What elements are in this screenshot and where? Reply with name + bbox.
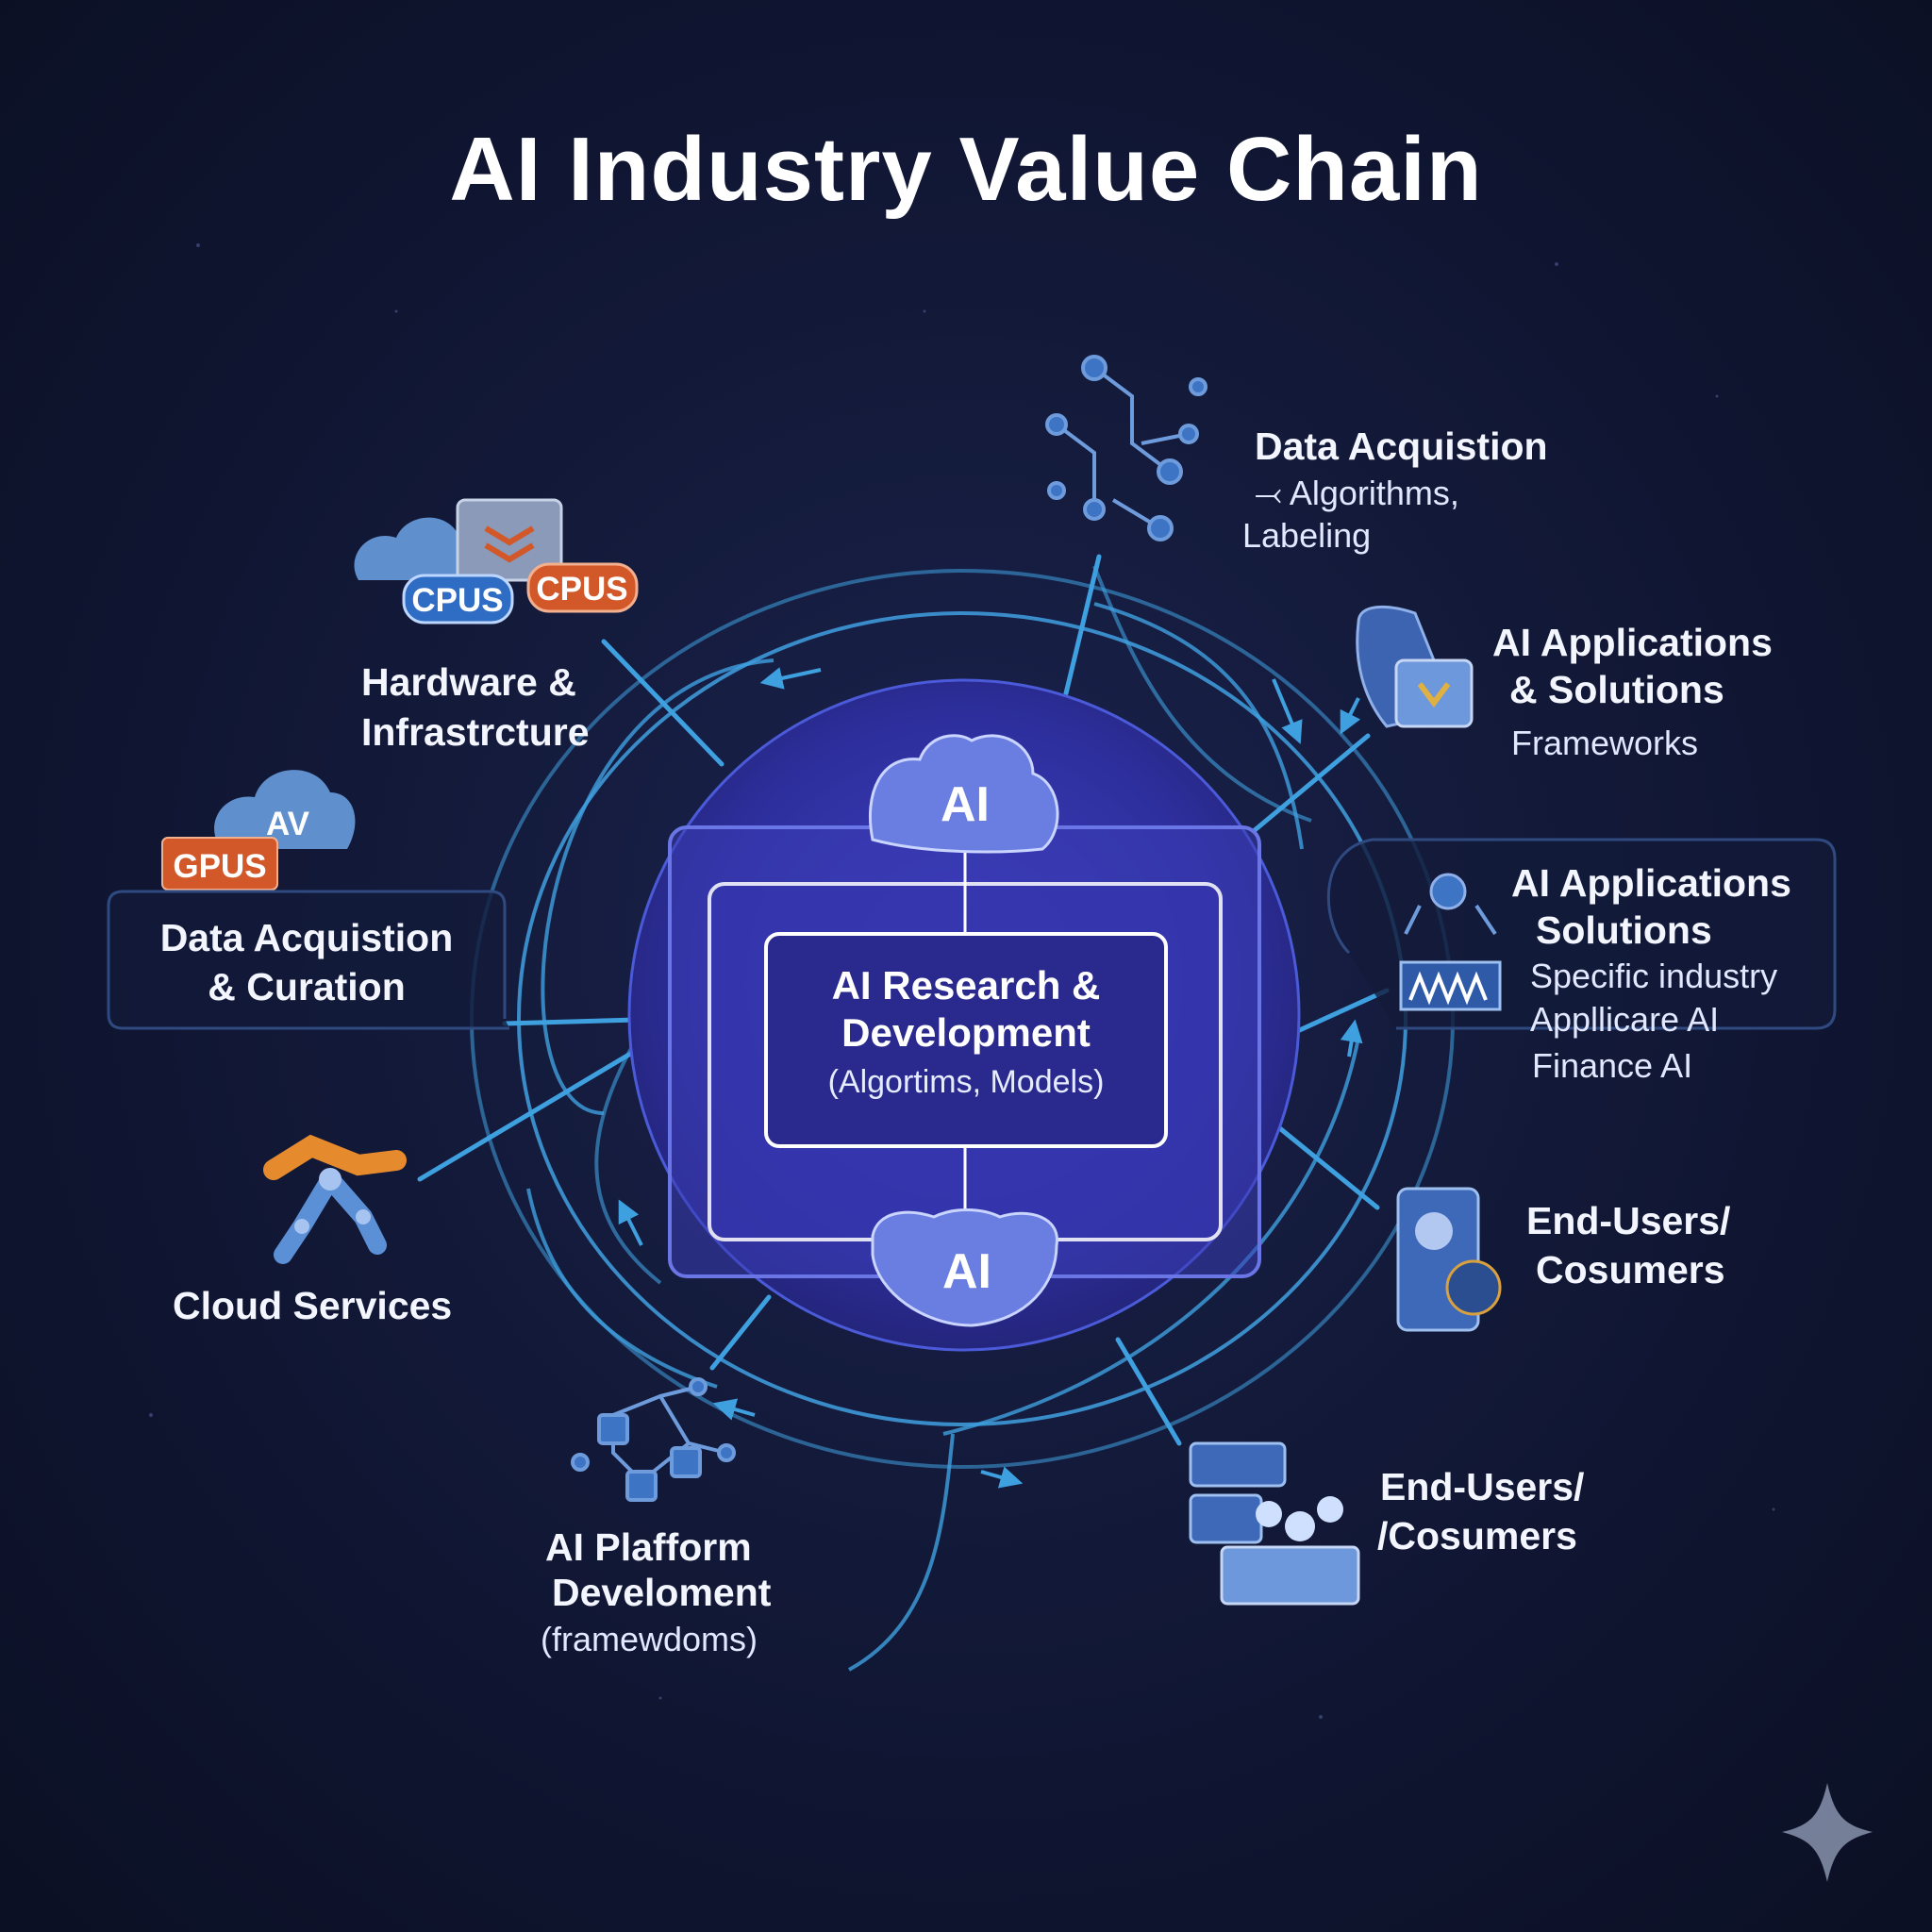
cloud-services-label: Cloud Services (173, 1284, 453, 1327)
phone-icon (1396, 1187, 1502, 1332)
circuit-icon-top (1045, 355, 1208, 541)
data-acquisition-top-sub1: ⤙ Algorithms, (1255, 474, 1459, 512)
hardware-label-line1: Hardware & (361, 660, 576, 704)
core-subtitle: (Algortims, Models) (827, 1064, 1105, 1100)
data-curation-label-line1: Data Acquistion (159, 916, 454, 959)
apps-industry-sub1: Specific industry (1530, 957, 1778, 995)
robot-arm-icon (263, 1134, 407, 1264)
end-users-1-label-line2: Cosumers (1536, 1248, 1725, 1291)
cpus-badge-orange-label: CPUS (536, 571, 627, 608)
data-acquisition-top-label: Data Acquistion (1255, 425, 1548, 468)
core-title-line2: Development (841, 1010, 1091, 1055)
sparkle-icon (1782, 1783, 1873, 1882)
end-users-1-label-line1: End-Users/ (1526, 1199, 1731, 1242)
users-dashboard-icon (1189, 1441, 1360, 1606)
apps-industry-label-line1: AI Applications (1511, 861, 1791, 905)
data-curation-box (107, 890, 509, 1030)
end-users-2-label-line2: /Cosumers (1377, 1514, 1577, 1557)
apps-industry-sub3: Finance AI (1532, 1046, 1693, 1085)
platform-label-line2: Develoment (552, 1571, 772, 1614)
apps-frameworks-label-line1: AI Applications (1492, 621, 1773, 664)
ai-cloud-top-label: AI (941, 777, 990, 832)
apps-frameworks-sublabel: Frameworks (1511, 724, 1699, 762)
platform-label-line1: AI Plafform (545, 1525, 752, 1569)
cpus-badge-blue-label: CPUS (411, 582, 503, 619)
platform-sublabel: (framewdoms) (541, 1620, 758, 1658)
core-title-line1: AI Research & (831, 963, 1101, 1008)
industry-robot-icon (1399, 873, 1502, 1011)
apps-frameworks-label-line2: & Solutions (1509, 668, 1724, 711)
apps-industry-label-line2: Solutions (1536, 908, 1712, 952)
ai-cloud-bottom-label: AI (942, 1244, 991, 1299)
hardware-label-line2: Infrastrcture (361, 710, 590, 754)
hardware-icon: CPUS CPUS (354, 498, 639, 625)
background-stars (149, 243, 1775, 1719)
apps-industry-sub2: Appllicare AI (1530, 1000, 1720, 1039)
gpu-cloud-icon: AV GPUS (161, 770, 356, 891)
ai-cloud-bottom (871, 1208, 1058, 1327)
application-device-icon (1356, 605, 1474, 728)
page-title: AI Industry Value Chain (449, 119, 1483, 220)
end-users-2-label-line1: End-Users/ (1380, 1465, 1585, 1508)
gpus-badge-label: GPUS (173, 848, 266, 885)
data-acquisition-top-sub2: Labeling (1242, 516, 1372, 555)
platform-network-icon (571, 1377, 736, 1502)
ai-cloud-top (868, 734, 1059, 854)
data-curation-label-line2: & Curation (208, 965, 406, 1008)
cloud-av-label: AV (266, 806, 310, 842)
flow-arrows (618, 667, 1363, 1489)
